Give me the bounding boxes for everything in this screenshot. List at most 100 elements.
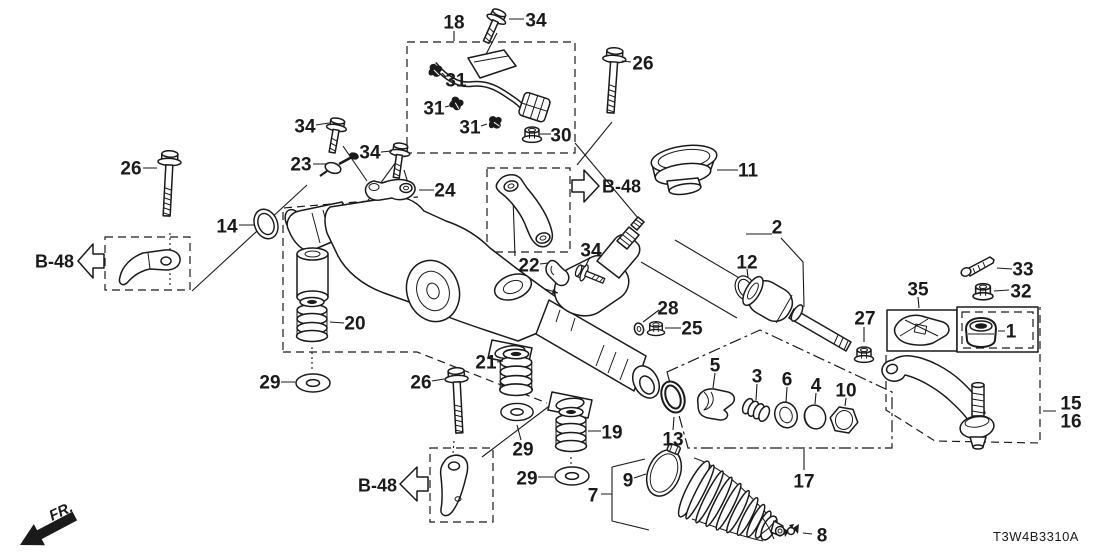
part-label-14[interactable]: 14: [216, 217, 238, 238]
part-label-31[interactable]: 31: [423, 99, 445, 120]
part-label-8[interactable]: 8: [817, 526, 828, 547]
leader-lines-short: [143, 18, 1013, 535]
part-22-clamp: [545, 259, 570, 287]
part-label-24[interactable]: 24: [434, 181, 456, 202]
part-31-clip-a: [428, 63, 443, 78]
part-15-16-tie-rod-end: [881, 355, 995, 450]
part-21-bushing: [498, 348, 534, 397]
part-label-12[interactable]: 12: [736, 253, 757, 274]
part-label-3[interactable]: 3: [752, 367, 763, 388]
part-label-26[interactable]: 26: [632, 54, 653, 75]
part-8-clip: [783, 524, 799, 537]
part-1-grommet: [965, 317, 997, 348]
b48-arrow-left-icon: [399, 466, 429, 502]
part-label-33[interactable]: 33: [1012, 260, 1033, 281]
part-label-26[interactable]: 26: [410, 373, 431, 394]
part-b48-bracket-left: [118, 249, 181, 286]
part-label-31[interactable]: 31: [445, 71, 467, 92]
part-26-bolt-bottom: [443, 366, 472, 435]
b48-arrow-left-icon: [77, 243, 105, 279]
part-label-10[interactable]: 10: [835, 381, 856, 402]
part-26-bolt-left: [154, 149, 183, 218]
part-25-nut: [646, 321, 666, 337]
part-30-nut: [521, 126, 543, 144]
part-label-34[interactable]: 34: [525, 11, 547, 32]
part-label-29[interactable]: 29: [512, 440, 533, 461]
group-box-b48-left: [104, 236, 191, 291]
part-label-9[interactable]: 9: [623, 471, 634, 492]
part-29-washer-c: [554, 466, 590, 486]
part-28-washer: [633, 322, 645, 336]
part-34-bolt-mid: [385, 141, 412, 180]
part-13-ring: [660, 380, 686, 414]
ref-label: B-48: [35, 251, 74, 271]
group-box-1-inner: [961, 311, 1034, 349]
part-label-35[interactable]: 35: [907, 280, 929, 301]
group-box-rod-end: [885, 307, 1041, 444]
fr-direction-indicator: FR.: [20, 499, 78, 546]
part-label-17[interactable]: 17: [793, 472, 814, 493]
part-23-clip: [319, 152, 359, 177]
part-label-19[interactable]: 19: [601, 423, 622, 444]
part-label-2[interactable]: 2: [772, 218, 783, 239]
part-label-15[interactable]: 15: [1060, 394, 1082, 415]
part-label-5[interactable]: 5: [710, 356, 721, 377]
part-35-grease-packet: [893, 314, 950, 346]
part-b48-bracket-center: [495, 174, 554, 248]
part-label-28[interactable]: 28: [657, 299, 678, 320]
part-label-4[interactable]: 4: [811, 376, 822, 397]
part-label-34[interactable]: 34: [359, 143, 381, 164]
part-19-bushing: [554, 406, 588, 453]
ref-label: B-48: [602, 176, 641, 196]
part-32-nut: [972, 282, 994, 301]
part-14-seal: [249, 204, 283, 244]
part-label-31[interactable]: 31: [459, 118, 481, 139]
part-5-rack-guide: [696, 388, 736, 421]
part-29-washer-b: [500, 402, 534, 422]
part-29-washer-a: [295, 373, 331, 393]
part-4-cap: [803, 404, 827, 430]
part-31-clip-b: [447, 94, 466, 113]
part-label-21[interactable]: 21: [475, 353, 497, 374]
part-label-6[interactable]: 6: [782, 370, 793, 391]
part-label-23[interactable]: 23: [290, 155, 311, 176]
part-26-bolt-top: [598, 46, 628, 115]
part-3-spring: [741, 397, 771, 423]
diagram-code: T3W4B3310A: [993, 529, 1079, 544]
part-label-11[interactable]: 11: [738, 161, 759, 182]
part-2-inner-tie-rod: [742, 275, 852, 352]
part-label-7[interactable]: 7: [588, 486, 599, 507]
part-6-seal: [773, 401, 799, 429]
part-label-34[interactable]: 34: [580, 241, 602, 262]
ref-b48-bottom[interactable]: B-48: [358, 466, 429, 502]
b48-arrow-right-icon: [571, 169, 600, 203]
group-box-17: [666, 329, 893, 449]
part-label-25[interactable]: 25: [681, 319, 703, 340]
part-31-clip-c: [486, 114, 504, 131]
part-18-harness: [431, 49, 551, 123]
part-label-18[interactable]: 18: [443, 13, 464, 34]
part-9-boot-band: [645, 442, 683, 497]
part-11-mount-cap: [650, 144, 718, 196]
part-33-screw: [960, 256, 995, 277]
group-box-b48-center: [486, 167, 571, 253]
part-label-34[interactable]: 34: [294, 117, 316, 138]
ref-b48-right[interactable]: B-48: [571, 169, 641, 203]
part-label-13[interactable]: 13: [662, 430, 683, 451]
part-label-30[interactable]: 30: [550, 126, 571, 147]
part-label-22[interactable]: 22: [518, 256, 539, 277]
ref-b48-left[interactable]: B-48: [35, 243, 105, 279]
part-label-26[interactable]: 26: [120, 159, 141, 180]
part-label-16[interactable]: 16: [1060, 412, 1081, 433]
part-10-lock-nut: [829, 406, 859, 434]
part-label-27[interactable]: 27: [854, 309, 875, 330]
part-label-20[interactable]: 20: [344, 314, 365, 335]
part-24-bracket: [364, 178, 416, 201]
part-label-32[interactable]: 32: [1010, 282, 1031, 303]
part-label-1[interactable]: 1: [1006, 322, 1017, 343]
group-box-b48-bottom: [429, 447, 494, 523]
part-label-29[interactable]: 29: [259, 373, 280, 394]
part-label-29[interactable]: 29: [516, 469, 537, 490]
